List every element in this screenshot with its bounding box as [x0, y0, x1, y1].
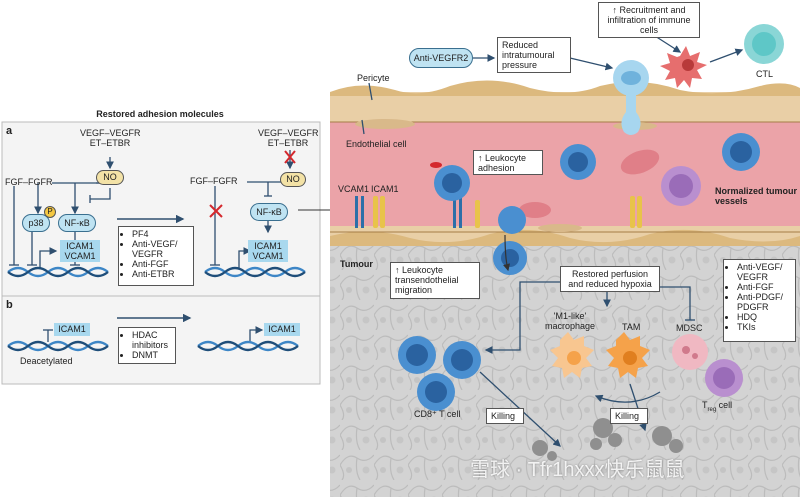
killing-box-left: Killing	[486, 408, 524, 424]
panel-b-drug-box: HDAC inhibitors DNMT	[118, 327, 176, 364]
drug-item: Anti-PDGF/ PDGFR	[737, 292, 791, 312]
endothelial-cell-label: Endothelial cell	[346, 139, 407, 149]
dying-tumour-cells	[532, 418, 683, 461]
watermark: 雪球 · Tfr1hxxx快乐鼠鼠	[470, 459, 685, 481]
drug-item: Anti-ETBR	[132, 269, 189, 279]
panel-a-left-pathway	[9, 157, 114, 268]
dna-helix-acetylated	[197, 340, 299, 352]
drug-item: PF4	[132, 229, 189, 239]
drug-item: Anti-FGF	[737, 282, 791, 292]
panel-b-promoter-marks	[43, 326, 264, 342]
panel-a-right-pathway	[210, 150, 294, 268]
leukocytes-in-vessel	[430, 133, 760, 275]
no-oval-right: NO	[280, 172, 306, 187]
vcam1-receptors	[355, 196, 462, 228]
panel-title: Restored adhesion molecules	[96, 109, 224, 119]
no-oval-left: NO	[96, 170, 124, 185]
drug-item: TKIs	[737, 322, 791, 332]
icam1-receptors	[373, 196, 642, 228]
treg-cell	[705, 359, 743, 397]
drug-item: Anti-FGF	[132, 259, 189, 269]
nfkb-node-right: NF-κB	[250, 203, 288, 221]
drug-item: Anti-VEGF/ VEGFR	[737, 262, 791, 282]
fgf-fgfr-label-right: FGF–FGFR	[190, 176, 238, 186]
tumour-drug-box: Anti-VEGF/ VEGFR Anti-FGF Anti-PDGF/ PDG…	[723, 259, 796, 342]
leukocyte-adhesion-box: ↑ Leukocyte adhesion	[473, 150, 543, 175]
dna-helix-left	[7, 266, 109, 278]
p38-node: p38	[22, 214, 50, 232]
macrophages	[550, 332, 650, 378]
top-flow-arrows	[361, 35, 744, 135]
vcam1-vessel-label: VCAM1	[338, 184, 370, 194]
nfkb-node-left: NF-κB	[58, 214, 96, 232]
panel-a-letter: a	[6, 125, 13, 137]
icam1-box-b-left: ICAM1	[54, 323, 90, 336]
drug-item: HDQ	[737, 312, 791, 322]
drug-item: Anti-VEGF/ VEGFR	[132, 239, 189, 259]
mdsc-label: MDSC	[676, 323, 703, 333]
extravasating-cell-top	[613, 60, 649, 135]
cd8-t-cells	[398, 336, 481, 411]
tumour-label: Tumour	[340, 259, 373, 269]
panel-b-letter: b	[6, 299, 13, 311]
restored-perfusion-box: Restored perfusion and reduced hypoxia	[560, 266, 660, 292]
activated-immune-cell	[660, 46, 707, 88]
mdsc-cell	[672, 334, 708, 370]
fgf-fgfr-label-left: FGF–FGFR	[5, 177, 53, 187]
transendothelial-box: ↑ Leukocyte transendothelial migration	[390, 262, 480, 299]
inhibition-cross-left	[209, 204, 223, 218]
dna-helix-deacetylated	[7, 340, 109, 352]
pericyte-label: Pericyte	[357, 73, 390, 83]
deacetylated-label: Deacetylated	[20, 356, 73, 366]
inhibition-cross-top	[284, 150, 296, 164]
cd8-label: CD8⁺ T cell	[414, 409, 461, 419]
ctl-cell	[744, 24, 784, 64]
m1-macrophage-label: 'M1-like' macrophage	[544, 311, 596, 331]
dna-helix-right	[204, 266, 306, 278]
tam-label: TAM	[622, 322, 641, 332]
killing-box-right: Killing	[610, 408, 648, 424]
recruitment-box: ↑ Recruitment and infiltration of immune…	[598, 2, 700, 38]
phospho-badge: P	[44, 206, 56, 218]
red-blood-cells	[519, 149, 660, 218]
blood-vessel	[330, 80, 800, 246]
drug-item: DNMT	[132, 350, 171, 360]
drug-item: HDAC inhibitors	[132, 330, 178, 350]
normalized-vessels-label: Normalized tumour vessels	[715, 186, 798, 206]
icam1-vessel-label: ICAM1	[371, 184, 399, 194]
icam1-box-b-right: ICAM1	[264, 323, 300, 336]
treg-label: Treg cell	[702, 400, 733, 413]
reduced-pressure-box: Reduced intratumoural pressure	[497, 37, 571, 73]
anti-vegfr2-pill: Anti-VEGFR2	[409, 48, 473, 68]
ctl-label: CTL	[756, 69, 774, 79]
panel-a-drug-box: PF4 Anti-VEGF/ VEGFR Anti-FGF Anti-ETBR	[118, 226, 194, 286]
